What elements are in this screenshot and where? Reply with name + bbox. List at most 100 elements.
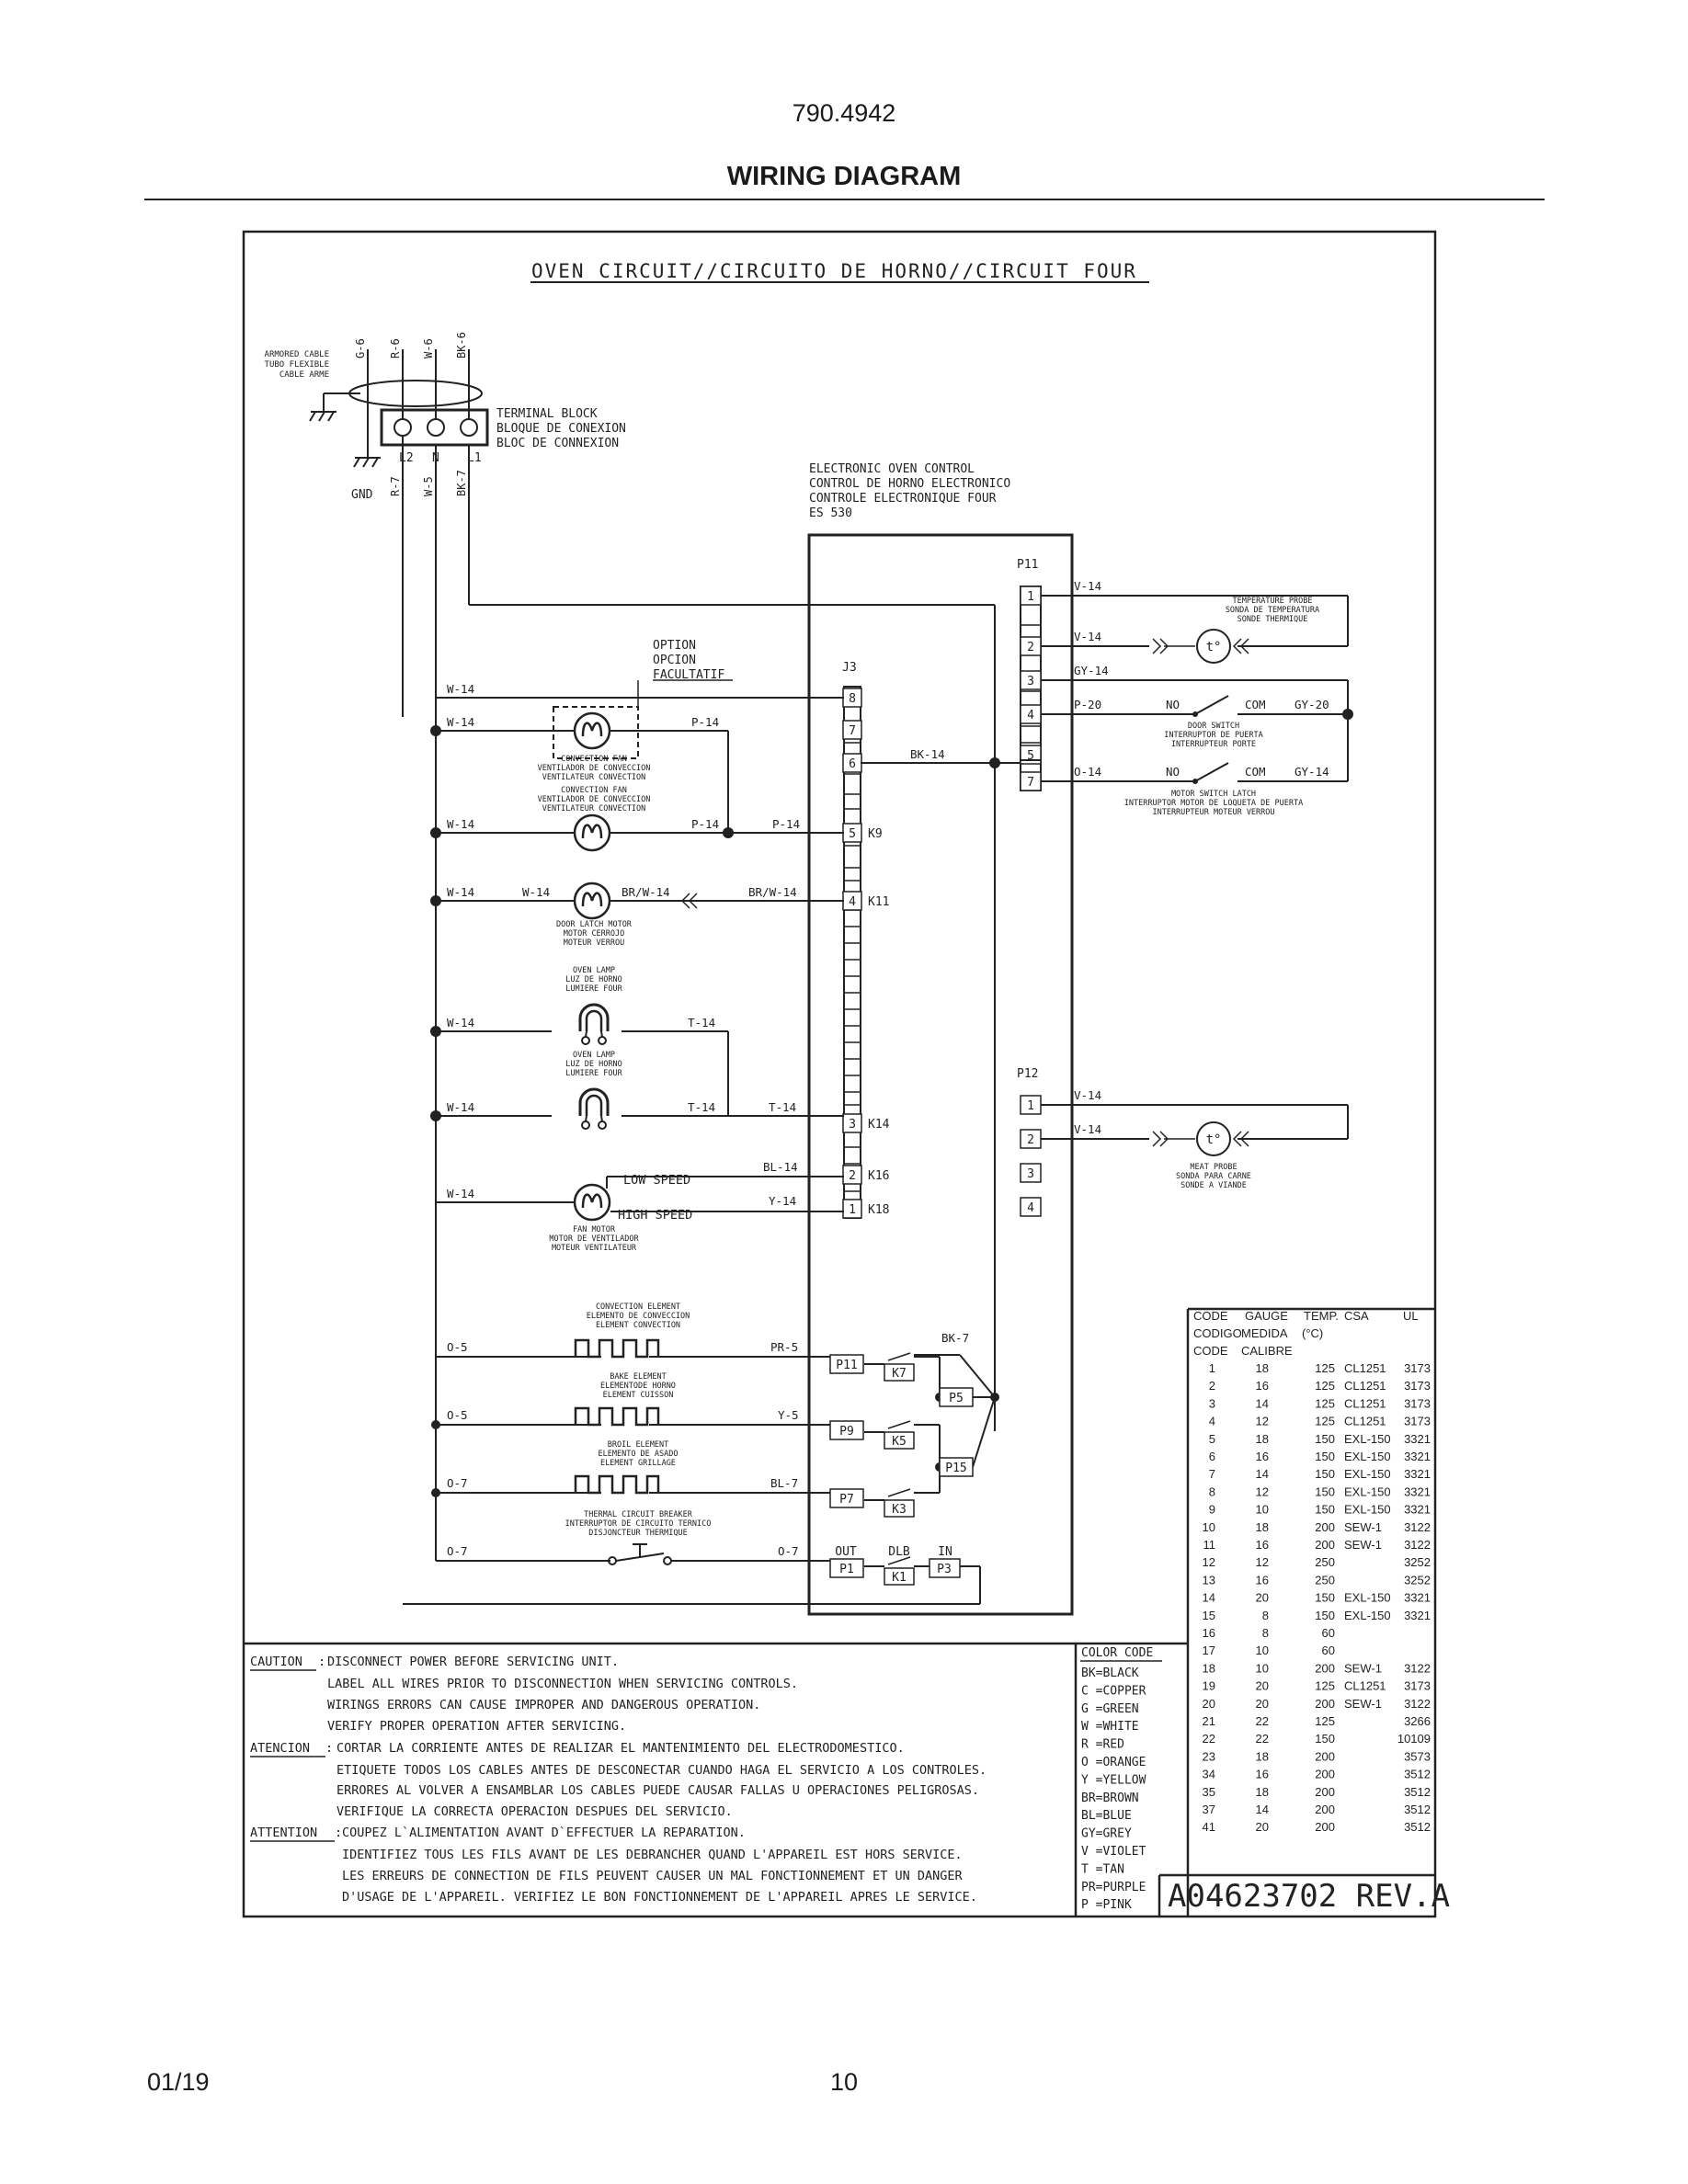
oven-lamp-label: LUZ DE HORNO	[565, 1060, 622, 1069]
table-cell: 14	[1256, 1396, 1269, 1410]
door-latch-motor-icon	[573, 882, 611, 920]
attention-line: LES ERREURS DE CONNECTION DE FILS PEUVEN…	[342, 1869, 963, 1883]
table-header-cell: GAUGE	[1245, 1309, 1288, 1323]
color-code-item: BL=BLUE	[1081, 1809, 1132, 1823]
table-cell: 200	[1315, 1749, 1335, 1763]
wire-label: V-14	[1074, 1122, 1101, 1136]
probe-symbol: t°	[1206, 640, 1222, 654]
j3-label: J3	[842, 661, 857, 675]
caution-notes: CAUTION : DISCONNECT POWER BEFORE SERVIC…	[250, 1655, 987, 1905]
color-code-item: G =GREEN	[1081, 1702, 1139, 1716]
table-cell: 20	[1256, 1679, 1269, 1693]
switch-com-label: COM	[1245, 698, 1266, 711]
circuit-title: OVEN CIRCUIT//CIRCUITO DE HORNO//CIRCUIT…	[531, 260, 1137, 282]
table-cell: 14	[1203, 1591, 1215, 1605]
table-cell: 16	[1256, 1573, 1269, 1587]
table-cell: 200	[1315, 1820, 1335, 1834]
color-code-item: T =TAN	[1081, 1862, 1124, 1876]
table-cell: 8	[1209, 1484, 1215, 1498]
table-cell: 34	[1203, 1768, 1215, 1781]
attention-line: COUPEZ L`ALIMENTATION AVANT D`EFFECTUER …	[342, 1826, 746, 1840]
relay-label: K16	[868, 1169, 889, 1183]
wire-code-table: CODE GAUGE TEMP. CSA UL CODIGO MEDIDA (°…	[1193, 1309, 1431, 1834]
relay-box: P9	[839, 1425, 854, 1439]
wire-label: GY-14	[1074, 664, 1109, 677]
caution-line: WIRINGS ERRORS CAN CAUSE IMPROPER AND DA…	[327, 1698, 760, 1712]
wire-label: BK-7	[941, 1331, 969, 1345]
table-cell: EXL-150	[1344, 1591, 1391, 1605]
table-cell: 21	[1203, 1714, 1215, 1728]
color-code-item: P =PINK	[1081, 1898, 1132, 1912]
j3-pin: 3	[849, 1118, 856, 1132]
terminal-block	[380, 408, 489, 447]
table-cell: 16	[1203, 1626, 1215, 1640]
color-code-item: O =ORANGE	[1081, 1756, 1146, 1769]
table-cell: 3321	[1404, 1467, 1431, 1481]
wire-label: T-14	[688, 1100, 715, 1114]
table-cell: 22	[1203, 1732, 1215, 1746]
table-cell: 3321	[1404, 1591, 1431, 1605]
color-code-title: COLOR CODE	[1081, 1646, 1153, 1660]
table-cell: 4	[1209, 1415, 1215, 1428]
p11-pin: 7	[1027, 776, 1034, 790]
table-cell: 150	[1315, 1503, 1335, 1517]
color-code-item: V =VIOLET	[1081, 1845, 1146, 1859]
broil-element-icon	[574, 1474, 660, 1495]
convection-fan-motor-icon	[573, 711, 611, 750]
document-number: 790.4942	[792, 99, 896, 127]
out-label: OUT	[835, 1545, 857, 1559]
table-cell: 9	[1209, 1503, 1215, 1517]
table-cell: 3122	[1404, 1697, 1431, 1711]
table-header-cell: UL	[1403, 1309, 1419, 1323]
table-cell: 12	[1256, 1555, 1269, 1569]
color-code-item: W =WHITE	[1081, 1720, 1139, 1734]
svg-text::: :	[318, 1655, 325, 1669]
wire-label: P-20	[1074, 698, 1101, 711]
table-cell: 3173	[1404, 1415, 1431, 1428]
table-cell: 14	[1256, 1467, 1269, 1481]
table-cell: 250	[1315, 1555, 1335, 1569]
wire-label: W-14	[447, 715, 474, 729]
high-speed-label: HIGH SPEED	[618, 1208, 692, 1223]
j3-pin: 6	[849, 757, 856, 771]
table-cell: 7	[1209, 1467, 1215, 1481]
armored-cable-label: TUBO FLEXIBLE	[265, 360, 329, 370]
table-header-cell: CODIGO	[1193, 1326, 1242, 1340]
wire-label: R-7	[389, 476, 402, 496]
p11-pin: 1	[1027, 590, 1034, 604]
table-cell: 60	[1322, 1626, 1335, 1640]
oven-lamp-label: LUZ DE HORNO	[565, 975, 622, 984]
wire-label: W-14	[447, 885, 474, 899]
wire-label: Y-14	[769, 1194, 796, 1208]
p11-pin: 2	[1027, 641, 1034, 654]
table-cell: 8	[1262, 1626, 1269, 1640]
table-cell: EXL-150	[1344, 1467, 1391, 1481]
wire-label: O-7	[447, 1476, 468, 1490]
table-cell: 3321	[1404, 1432, 1431, 1446]
table-cell: 3321	[1404, 1609, 1431, 1622]
table-cell: 15	[1203, 1609, 1215, 1622]
door-switch-label: INTERRUPTEUR PORTE	[1171, 740, 1256, 749]
table-cell: 16	[1256, 1450, 1269, 1463]
p12-pin: 4	[1027, 1201, 1034, 1215]
color-code-item: BK=BLACK	[1081, 1666, 1139, 1680]
table-row: 16 8 60	[1203, 1626, 1335, 1640]
caution-line: LABEL ALL WIRES PRIOR TO DISCONNECTION W…	[327, 1677, 798, 1691]
table-cell: 37	[1203, 1803, 1215, 1816]
table-cell: CL1251	[1344, 1361, 1386, 1375]
convection-fan-label: VENTILADOR DE CONVECCION	[538, 795, 651, 804]
table-cell: EXL-150	[1344, 1609, 1391, 1622]
wire-label: O-5	[447, 1408, 468, 1422]
oven-lamp-label: OVEN LAMP	[573, 1051, 615, 1060]
table-cell: 200	[1315, 1538, 1335, 1552]
p11-pin: 5	[1027, 749, 1034, 763]
bake-element-label: ELEMENT CUISSON	[603, 1391, 674, 1400]
part-number: A04623702 REV.A	[1168, 1878, 1450, 1915]
terminal-block-label: TERMINAL BLOCK	[496, 407, 598, 421]
wire-label: W-5	[422, 476, 435, 496]
relay-box: K5	[892, 1435, 907, 1449]
